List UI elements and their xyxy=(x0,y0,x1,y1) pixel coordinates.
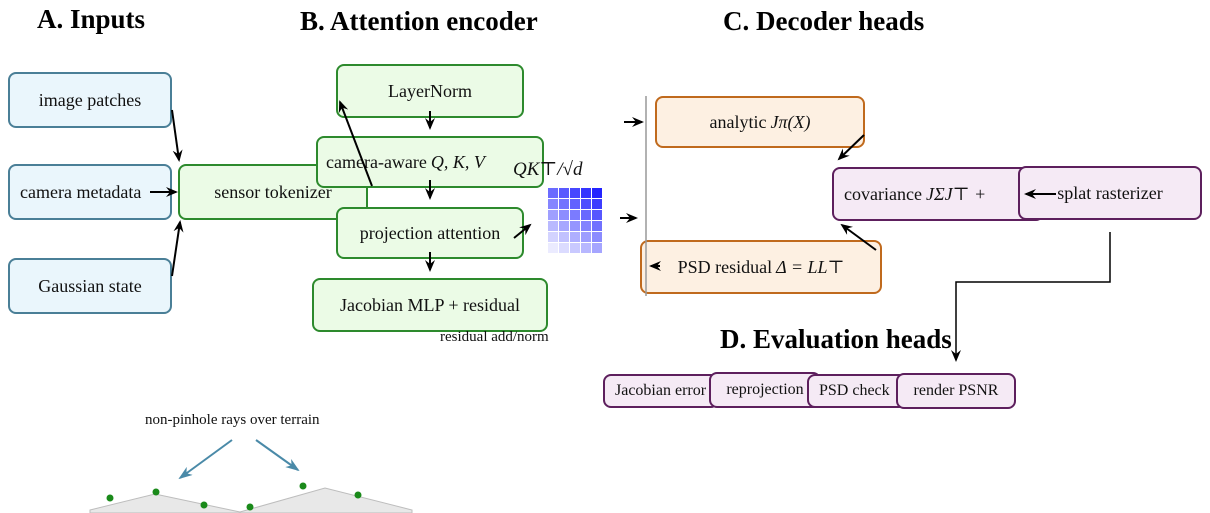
layernorm-block: LayerNorm xyxy=(336,64,524,118)
splat-rasterizer-label: splat rasterizer xyxy=(1057,182,1163,203)
arrow-tokenizer-to-layernorm xyxy=(338,100,373,187)
attention-cell xyxy=(548,199,558,209)
eval-psd-check-label: PSD check xyxy=(819,382,890,399)
terrain-point xyxy=(299,482,307,490)
attention-cell xyxy=(581,221,591,231)
eval-jacobian-error-label: Jacobian error xyxy=(615,382,707,399)
attention-cell xyxy=(581,210,591,220)
arrow-analytic-to-covariance xyxy=(837,134,865,161)
analytic-label-prefix: analytic xyxy=(709,111,767,132)
terrain-points xyxy=(106,482,362,511)
attention-cell xyxy=(559,199,569,209)
attention-cell xyxy=(559,221,569,231)
attention-cell xyxy=(592,232,602,242)
input-gaussian-state: Gaussian state xyxy=(8,258,172,314)
attention-cell xyxy=(570,199,580,209)
attention-cell xyxy=(548,221,558,231)
terrain-point xyxy=(354,491,362,499)
attention-cell xyxy=(581,243,591,253)
psd-label-prefix: PSD residual xyxy=(677,256,773,277)
input-camera-metadata-label: camera metadata xyxy=(20,181,142,202)
header-decoder: C. Decoder heads xyxy=(723,6,925,36)
input-camera-metadata: camera metadata xyxy=(8,164,172,220)
layernorm-label: LayerNorm xyxy=(388,80,472,101)
terrain-hills xyxy=(89,487,413,513)
attention-cell xyxy=(592,199,602,209)
analytic-label-math: Jπ(X) xyxy=(770,111,811,132)
analytic-jacobian-block: analytic Jπ(X) xyxy=(655,96,865,148)
attention-cell xyxy=(570,188,580,198)
eval-reprojection-label: reprojection xyxy=(726,381,804,398)
terrain-point xyxy=(106,494,114,502)
splat-rasterizer-block: splat rasterizer xyxy=(1018,166,1202,220)
attention-grid xyxy=(548,188,602,253)
terrain-ray-left xyxy=(178,439,233,480)
attention-cell xyxy=(592,221,602,231)
arrow-rasterizer-to-evaluation xyxy=(951,232,1111,362)
psd-label-math: Δ = LL⊤ xyxy=(776,256,845,277)
attention-cell xyxy=(559,243,569,253)
attention-cell xyxy=(559,188,569,198)
header-inputs: A. Inputs xyxy=(37,4,146,34)
attention-cell xyxy=(581,199,591,209)
attention-cell xyxy=(570,221,580,231)
arrow-image-to-tokenizer xyxy=(171,109,183,162)
residual-note: residual add/norm xyxy=(440,329,549,345)
arrow-psd-to-covariance xyxy=(840,223,877,251)
attention-cell xyxy=(548,243,558,253)
terrain-ray-right xyxy=(255,439,300,472)
attention-cell xyxy=(592,188,602,198)
qkv-label-math: Q, K, V xyxy=(430,151,485,172)
attention-cell xyxy=(581,232,591,242)
header-evaluation: D. Evaluation heads xyxy=(720,324,952,354)
projection-attention-label: projection attention xyxy=(359,222,501,243)
eval-render-psnr-label: render PSNR xyxy=(913,382,999,399)
attention-cell xyxy=(548,210,558,220)
sensor-tokenizer-label: sensor tokenizer xyxy=(214,181,332,202)
input-gaussian-state-label: Gaussian state xyxy=(38,275,142,296)
attention-cell xyxy=(592,243,602,253)
jacobian-mlp-label: Jacobian MLP + residual xyxy=(340,294,520,315)
attention-cell xyxy=(548,188,558,198)
attention-cell xyxy=(570,243,580,253)
input-image-patches: image patches xyxy=(8,72,172,128)
qkv-label-prefix: camera-aware xyxy=(326,151,427,172)
attention-cell xyxy=(548,232,558,242)
terrain-point xyxy=(200,501,208,509)
header-encoder: B. Attention encoder xyxy=(300,6,538,36)
terrain-point xyxy=(152,488,160,496)
arrow-attention-to-grid xyxy=(513,223,532,239)
attention-cell xyxy=(559,232,569,242)
jacobian-mlp-block: Jacobian MLP + residual xyxy=(312,278,548,332)
covariance-label-prefix: covariance xyxy=(844,183,922,204)
attention-cell xyxy=(570,232,580,242)
attention-cell xyxy=(592,210,602,220)
attention-formula: QK⊤/√d xyxy=(513,159,583,180)
eval-jacobian-error: Jacobian error xyxy=(603,374,719,408)
attention-cell xyxy=(581,188,591,198)
input-image-patches-label: image patches xyxy=(38,89,142,110)
attention-cell xyxy=(570,210,580,220)
psd-residual-block: PSD residual Δ = LL⊤ xyxy=(640,240,882,294)
attention-cell xyxy=(559,210,569,220)
eval-render-psnr: render PSNR xyxy=(896,373,1016,409)
eval-reprojection: reprojection xyxy=(709,372,821,408)
covariance-label-math: JΣJ⊤ + xyxy=(925,183,987,204)
arrow-gaussian-to-tokenizer xyxy=(171,220,184,277)
covariance-block: covariance JΣJ⊤ + xyxy=(832,167,1044,221)
terrain-label: non-pinhole rays over terrain xyxy=(145,412,320,428)
terrain-point xyxy=(246,503,254,511)
